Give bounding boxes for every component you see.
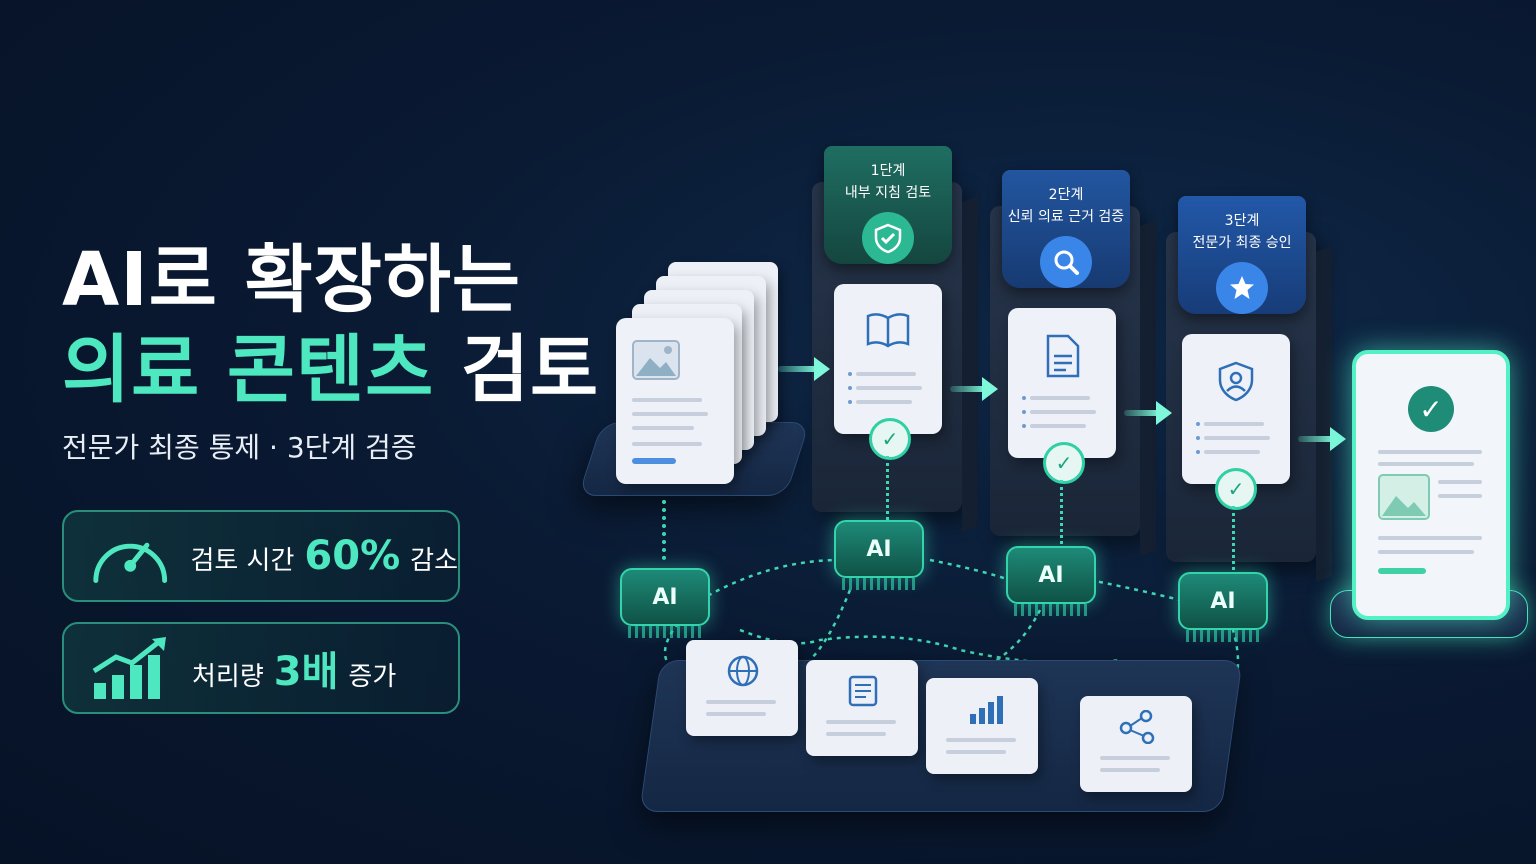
step3-number: 3단계 — [1224, 213, 1260, 229]
flow-arrow — [950, 377, 998, 401]
step3-card — [1182, 334, 1290, 484]
flow-arrow — [1124, 401, 1172, 425]
check-icon: ✓ — [1043, 442, 1085, 484]
star-icon — [1216, 262, 1268, 314]
stat-prefix: 처리량 — [192, 662, 264, 692]
stat-value: 3배 — [273, 649, 339, 695]
source-card-network — [1080, 696, 1192, 792]
connector — [886, 456, 889, 532]
image-icon — [1378, 474, 1430, 520]
source-card-doc — [806, 660, 918, 756]
step1-card — [834, 284, 942, 434]
stat-value: 60% — [304, 533, 401, 579]
growth-chart-icon — [92, 637, 166, 699]
stat-throughput: 처리량 3배 증가 — [62, 622, 460, 714]
source-card-web — [686, 640, 798, 736]
connector — [1060, 480, 1063, 556]
connector — [662, 500, 666, 560]
headline-rest: 검토 — [460, 327, 600, 413]
document-icon — [1046, 334, 1080, 378]
step2-label: 신뢰 의료 근거 검증 — [1007, 209, 1125, 225]
flow-arrow — [1298, 427, 1346, 451]
check-icon: ✓ — [869, 418, 911, 460]
step1-label: 내부 지침 검토 — [844, 185, 932, 201]
input-document-card — [616, 318, 734, 484]
shield-check-icon — [862, 212, 914, 264]
flow-arrow — [778, 357, 830, 381]
check-icon: ✓ — [1215, 468, 1257, 510]
approved-output-card: ✓ — [1352, 350, 1510, 620]
stat-suffix: 감소 — [410, 546, 458, 576]
ai-chip: AI — [1178, 572, 1268, 642]
search-icon — [1040, 236, 1092, 288]
speedometer-icon — [93, 542, 168, 584]
book-icon — [866, 313, 910, 348]
connector — [1232, 506, 1235, 582]
document-icon — [848, 675, 878, 707]
network-icon — [1119, 710, 1155, 744]
step1-number: 1단계 — [870, 163, 906, 179]
ai-chip: AI — [834, 520, 924, 590]
step2-number: 2단계 — [1048, 187, 1084, 203]
headline-accent: 의료 콘텐츠 — [62, 327, 435, 413]
headline-line1: AI로 확장하는 — [62, 237, 521, 323]
ai-chip: AI — [620, 568, 710, 638]
image-icon — [632, 340, 680, 380]
bar-chart-icon — [970, 696, 1003, 724]
ai-chip: AI — [1006, 546, 1096, 616]
headline-line2: 의료 콘텐츠 검토 — [62, 310, 599, 417]
step2-card — [1008, 308, 1116, 458]
step3-label: 전문가 최종 승인 — [1192, 235, 1292, 251]
subtitle: 전문가 최종 통제 · 3단계 검증 — [62, 431, 417, 464]
stat-prefix: 검토 시간 — [190, 546, 295, 576]
source-card-chart — [926, 678, 1038, 774]
user-shield-icon — [1218, 361, 1254, 402]
globe-icon — [727, 655, 759, 687]
network-lines — [663, 558, 1240, 702]
stat-review-time: 검토 시간 60% 감소 — [62, 510, 460, 602]
approved-check-icon: ✓ — [1408, 386, 1454, 432]
stat-suffix: 증가 — [348, 662, 397, 692]
